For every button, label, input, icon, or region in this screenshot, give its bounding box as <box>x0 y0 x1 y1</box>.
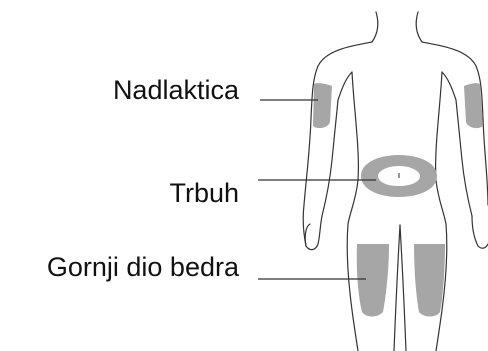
right-leg-inner <box>400 225 406 351</box>
left-hand-detail <box>305 224 310 246</box>
abdomen-label: Trbuh <box>169 180 239 207</box>
right-hand <box>472 216 488 248</box>
thigh-zone-right <box>414 244 445 317</box>
upper-arm-zone-right <box>464 83 483 128</box>
left-torso <box>348 72 358 224</box>
thigh-zone-left <box>357 244 389 317</box>
left-armpit <box>338 72 352 100</box>
right-torso <box>436 72 446 224</box>
right-armpit <box>442 72 456 100</box>
upper-arm-zone-left <box>313 83 332 128</box>
upper-thigh-label: Gornji dio bedra <box>47 254 239 281</box>
body-outline <box>303 12 488 351</box>
neck-right-line <box>372 12 378 42</box>
left-leg-outer <box>347 224 358 351</box>
left-leg-inner <box>394 225 400 351</box>
upper-arm-label: Nadlaktica <box>113 77 239 104</box>
left-arm-outer <box>303 42 372 250</box>
neck-left-line <box>416 12 422 42</box>
